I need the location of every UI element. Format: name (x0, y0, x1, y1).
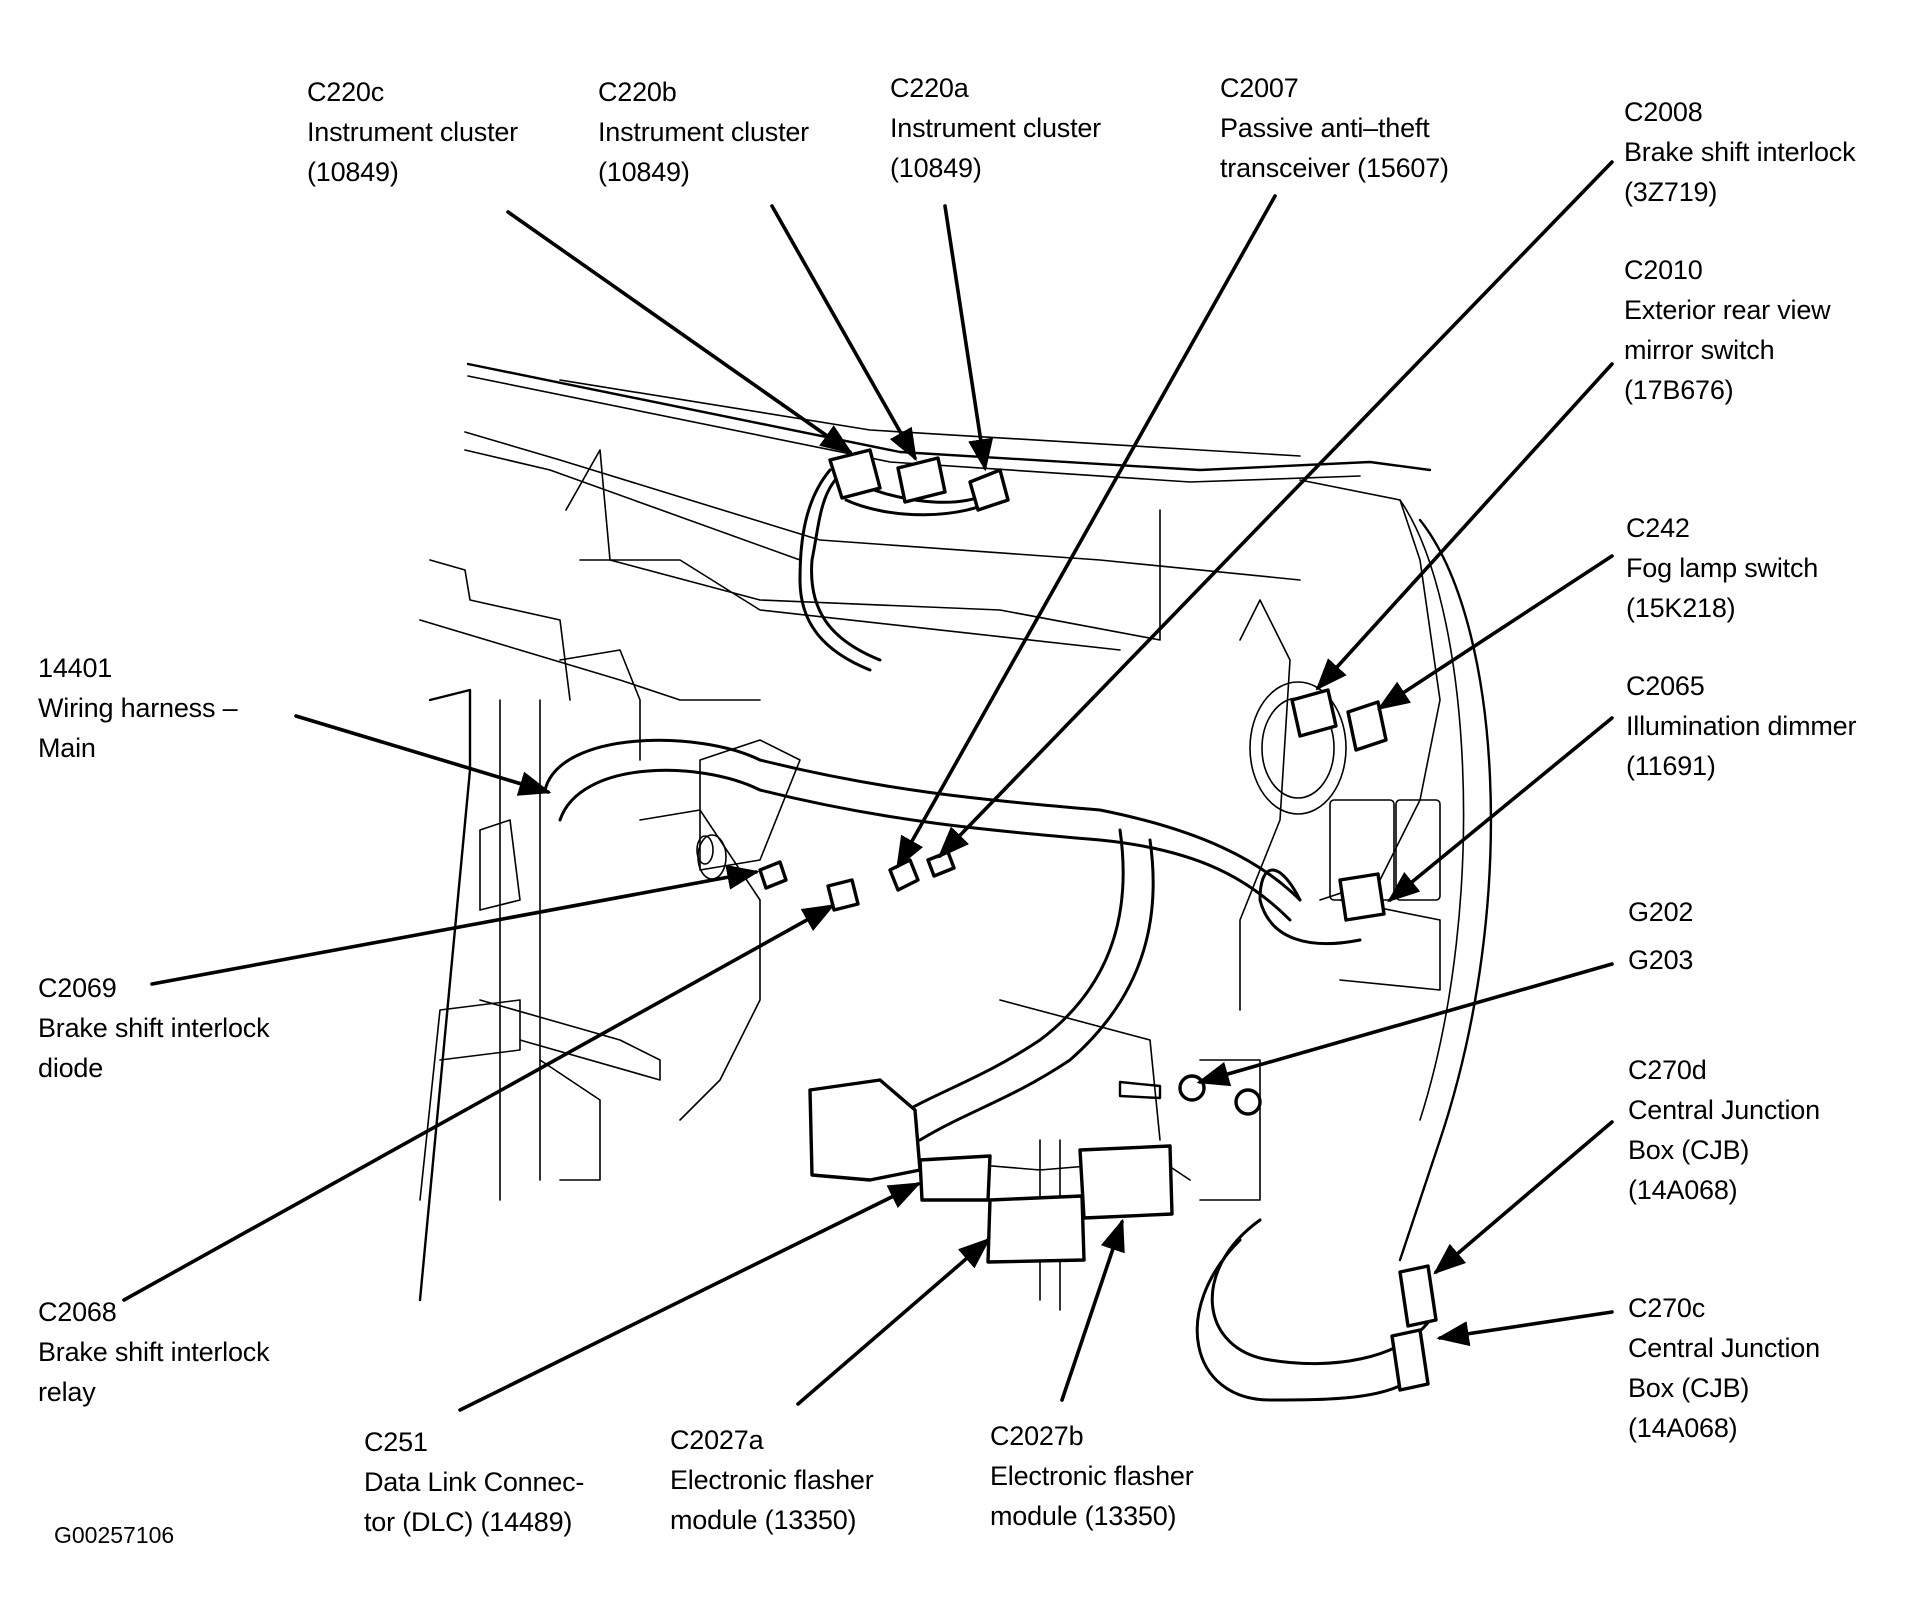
callout-desc: (11691) (1626, 751, 1716, 781)
leader-line-c270c (1436, 1310, 1614, 1347)
callout-desc: Wiring harness – (38, 693, 238, 723)
callout-desc: Exterior rear view (1624, 295, 1831, 325)
callout-desc: (10849) (598, 157, 690, 187)
connectors (758, 448, 1438, 1392)
callout-desc: Box (CJB) (1628, 1373, 1750, 1403)
callout-desc: (10849) (890, 153, 982, 183)
callout-desc: (14A068) (1628, 1413, 1738, 1443)
leader-line-c251 (458, 1182, 922, 1412)
callout-code: C2010 (1624, 255, 1703, 285)
callout-code: 14401 (38, 653, 113, 683)
callout-desc: Brake shift interlock (38, 1337, 270, 1367)
leader-line-c220c (506, 210, 853, 455)
callout-desc: Central Junction (1628, 1333, 1820, 1363)
leader-lines (122, 160, 1614, 1412)
leader-line-c2027b (1060, 1218, 1125, 1402)
callout-desc: Instrument cluster (307, 117, 518, 147)
callout-desc: Box (CJB) (1628, 1135, 1750, 1165)
callout-code: C270d (1628, 1055, 1707, 1085)
leader-line-c2010 (1315, 362, 1614, 691)
leader-line-c242 (1376, 554, 1614, 710)
callout-code: C220b (598, 77, 677, 107)
callout-desc: (10849) (307, 157, 399, 187)
callout-desc: Electronic flasher (990, 1461, 1194, 1491)
callout-desc: Data Link Connec- (364, 1467, 585, 1497)
callout-code: C2027b (990, 1421, 1084, 1451)
callout-desc: Brake shift interlock (38, 1013, 270, 1043)
leader-line-c270d (1433, 1120, 1614, 1275)
callout-code: C220a (890, 73, 969, 103)
callout-desc: Brake shift interlock (1624, 137, 1856, 167)
callout-desc: Passive anti–theft (1220, 113, 1430, 143)
callout-desc: Main (38, 733, 96, 763)
leader-line-c2008 (937, 160, 1614, 859)
leader-line-g202 (1196, 962, 1614, 1087)
callout-desc: Instrument cluster (890, 113, 1101, 143)
callout-code: C2069 (38, 973, 117, 1003)
leader-line-c2007 (896, 194, 1277, 870)
callout-code: G203 (1628, 945, 1694, 975)
leader-line-c2068 (122, 904, 836, 1302)
callout-code: C270c (1628, 1293, 1706, 1323)
callout-desc: Electronic flasher (670, 1465, 874, 1495)
callout-code: C251 (364, 1427, 428, 1457)
leader-line-c2027a (796, 1237, 991, 1406)
leader-line-h14401 (294, 714, 552, 796)
callout-desc: (17B676) (1624, 375, 1734, 405)
leader-line-c2065 (1387, 716, 1614, 903)
callout-desc: diode (38, 1053, 104, 1083)
callout-desc: transceiver (15607) (1220, 153, 1449, 183)
callout-code: C2008 (1624, 97, 1703, 127)
callout-desc: tor (DLC) (14489) (364, 1507, 573, 1537)
leader-line-c220a (943, 204, 994, 472)
callout-desc: (15K218) (1626, 593, 1736, 623)
callout-desc: module (13350) (990, 1501, 1177, 1531)
callout-desc: Illumination dimmer (1626, 711, 1857, 741)
callout-desc: mirror switch (1624, 335, 1775, 365)
dash-structure (418, 362, 1493, 1311)
callout-desc: (14A068) (1628, 1175, 1738, 1205)
callout-code: C2027a (670, 1425, 764, 1455)
leader-line-c220b (770, 204, 917, 462)
callout-desc: module (13350) (670, 1505, 857, 1535)
callout-desc: Instrument cluster (598, 117, 809, 147)
callout-code: G202 (1628, 897, 1694, 927)
callout-code: C2007 (1220, 73, 1299, 103)
callout-desc: (3Z719) (1624, 177, 1718, 207)
callout-desc: Fog lamp switch (1626, 553, 1819, 583)
leader-line-c2069 (150, 864, 760, 986)
callout-code: C242 (1626, 513, 1690, 543)
callout-code: C2065 (1626, 671, 1705, 701)
callout-desc: relay (38, 1377, 96, 1407)
callout-code: C2068 (38, 1297, 117, 1327)
figure-id: G00257106 (54, 1522, 175, 1548)
callout-code: C220c (307, 77, 385, 107)
callout-desc: Central Junction (1628, 1095, 1820, 1125)
